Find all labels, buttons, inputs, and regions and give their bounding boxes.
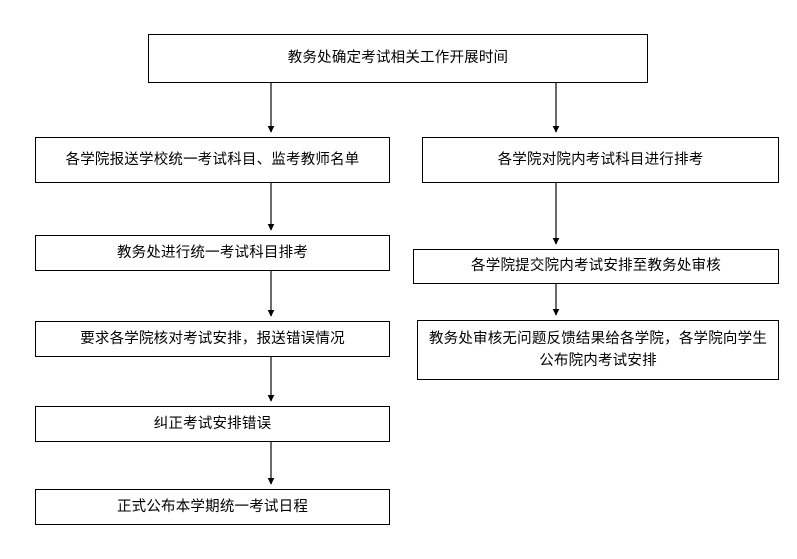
node-right-3-label: 教务处审核无问题反馈结果给各学院，各学院向学生公布院内考试安排 (428, 330, 768, 369)
node-root-label: 教务处确定考试相关工作开展时间 (287, 50, 509, 67)
node-left-2[interactable]: 教务处进行统一考试科目排考 (35, 235, 390, 271)
node-right-2[interactable]: 各学院提交院内考试安排至教务处审核 (413, 249, 779, 284)
node-left-4[interactable]: 纠正考试安排错误 (35, 406, 390, 442)
node-left-1-label: 各学院报送学校统一考试科目、监考教师名单 (65, 151, 360, 168)
node-right-1-label: 各学院对院内考试科目进行排考 (497, 151, 704, 168)
node-left-3-label: 要求各学院核对考试安排，报送错误情况 (80, 330, 345, 347)
node-right-2-label: 各学院提交院内考试安排至教务处审核 (471, 258, 721, 275)
node-left-4-label: 纠正考试安排错误 (153, 415, 272, 432)
node-left-5-label: 正式公布本学期统一考试日程 (116, 498, 309, 515)
node-right-3[interactable]: 教务处审核无问题反馈结果给各学院，各学院向学生公布院内考试安排 (417, 320, 779, 380)
node-right-1[interactable]: 各学院对院内考试科目进行排考 (422, 137, 779, 183)
node-root[interactable]: 教务处确定考试相关工作开展时间 (148, 34, 648, 83)
node-left-1[interactable]: 各学院报送学校统一考试科目、监考教师名单 (35, 137, 390, 183)
node-left-5[interactable]: 正式公布本学期统一考试日程 (35, 489, 390, 525)
node-left-2-label: 教务处进行统一考试科目排考 (116, 244, 309, 261)
node-left-3[interactable]: 要求各学院核对考试安排，报送错误情况 (35, 321, 390, 357)
